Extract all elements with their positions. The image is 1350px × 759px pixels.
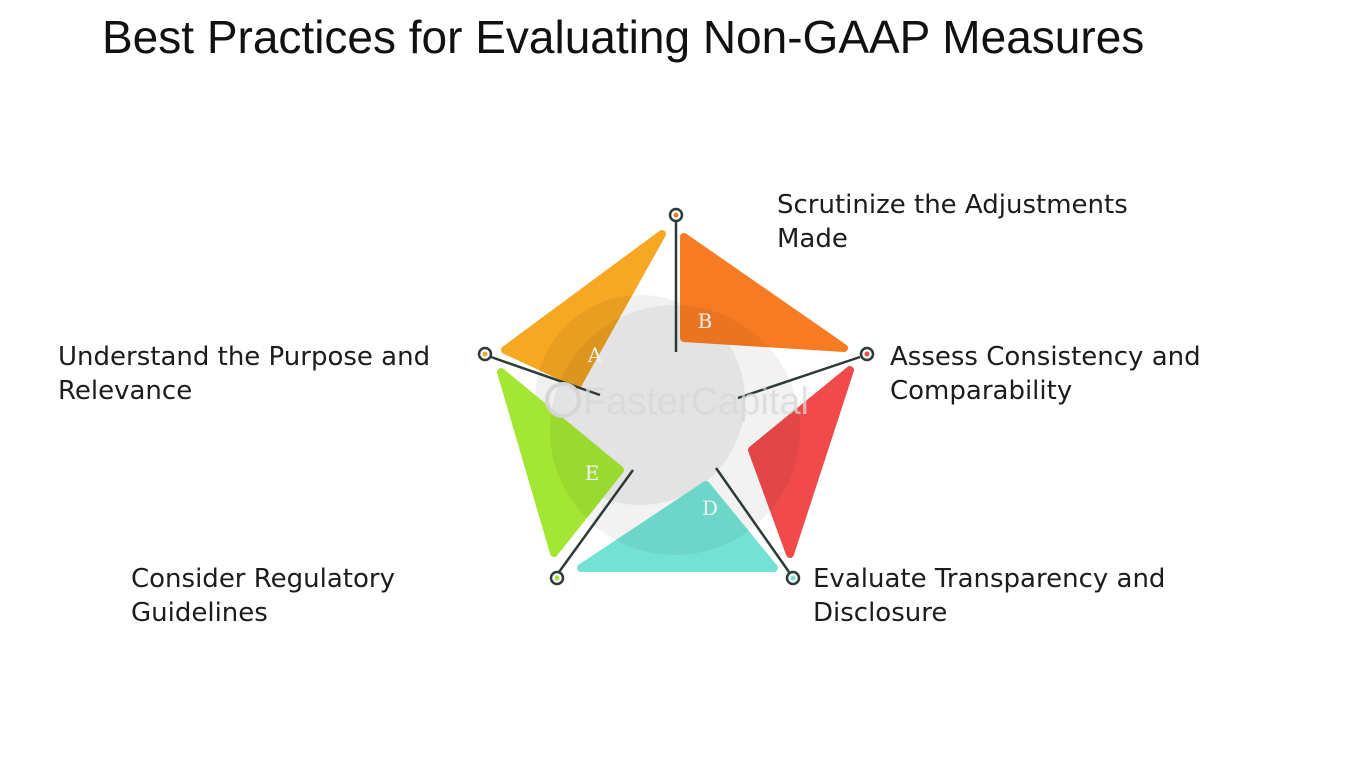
segment-e-shape [497,368,624,557]
watermark-logo-icon [545,382,581,418]
label-a: Understand the Purpose and Relevance [58,340,430,408]
label-b: Scrutinize the Adjustments Made [777,188,1128,256]
segment-c: C [748,366,854,558]
segment-e-letter: E [585,461,600,485]
segment-c-letter: C [764,403,779,427]
segment-b-shape [680,233,848,352]
label-d-line2: Disclosure [813,598,948,628]
segment-c-shape [748,366,854,558]
label-e-line1: Consider Regulatory [131,564,395,594]
label-c-line2: Comparability [890,376,1073,406]
connector-c [737,355,861,400]
watermark-text: FasterCapital [583,381,809,423]
segment-b: B [680,233,848,352]
segment-e: E [497,368,624,557]
label-d: Evaluate Transparency and Disclosure [813,562,1165,630]
connector-d [714,467,791,573]
segment-d-letter: D [702,496,718,520]
watermark: FasterCapital [545,381,809,423]
center-shade [550,305,800,555]
connector-e [557,469,635,573]
label-d-line1: Evaluate Transparency and [813,564,1166,594]
label-a-line2: Relevance [58,376,193,406]
segment-d: D [577,481,778,572]
label-c: Assess Consistency and Comparability [890,340,1201,408]
label-b-line1: Scrutinize the Adjustments [777,190,1128,220]
segment-a-letter: A [587,343,603,367]
connectors [490,222,861,573]
segment-a-shape [501,230,666,388]
segment-b-letter: B [698,309,713,333]
segment-d-shape [577,481,778,572]
label-c-line1: Assess Consistency and [890,342,1201,372]
connector-dots [477,207,875,586]
connector-a [490,355,601,397]
label-b-line2: Made [777,224,848,254]
label-e-line2: Guidelines [131,598,268,628]
diagram-title: Best Practices for Evaluating Non-GAAP M… [102,11,1145,63]
label-a-line1: Understand the Purpose and [58,342,431,372]
label-e: Consider Regulatory Guidelines [131,562,395,630]
